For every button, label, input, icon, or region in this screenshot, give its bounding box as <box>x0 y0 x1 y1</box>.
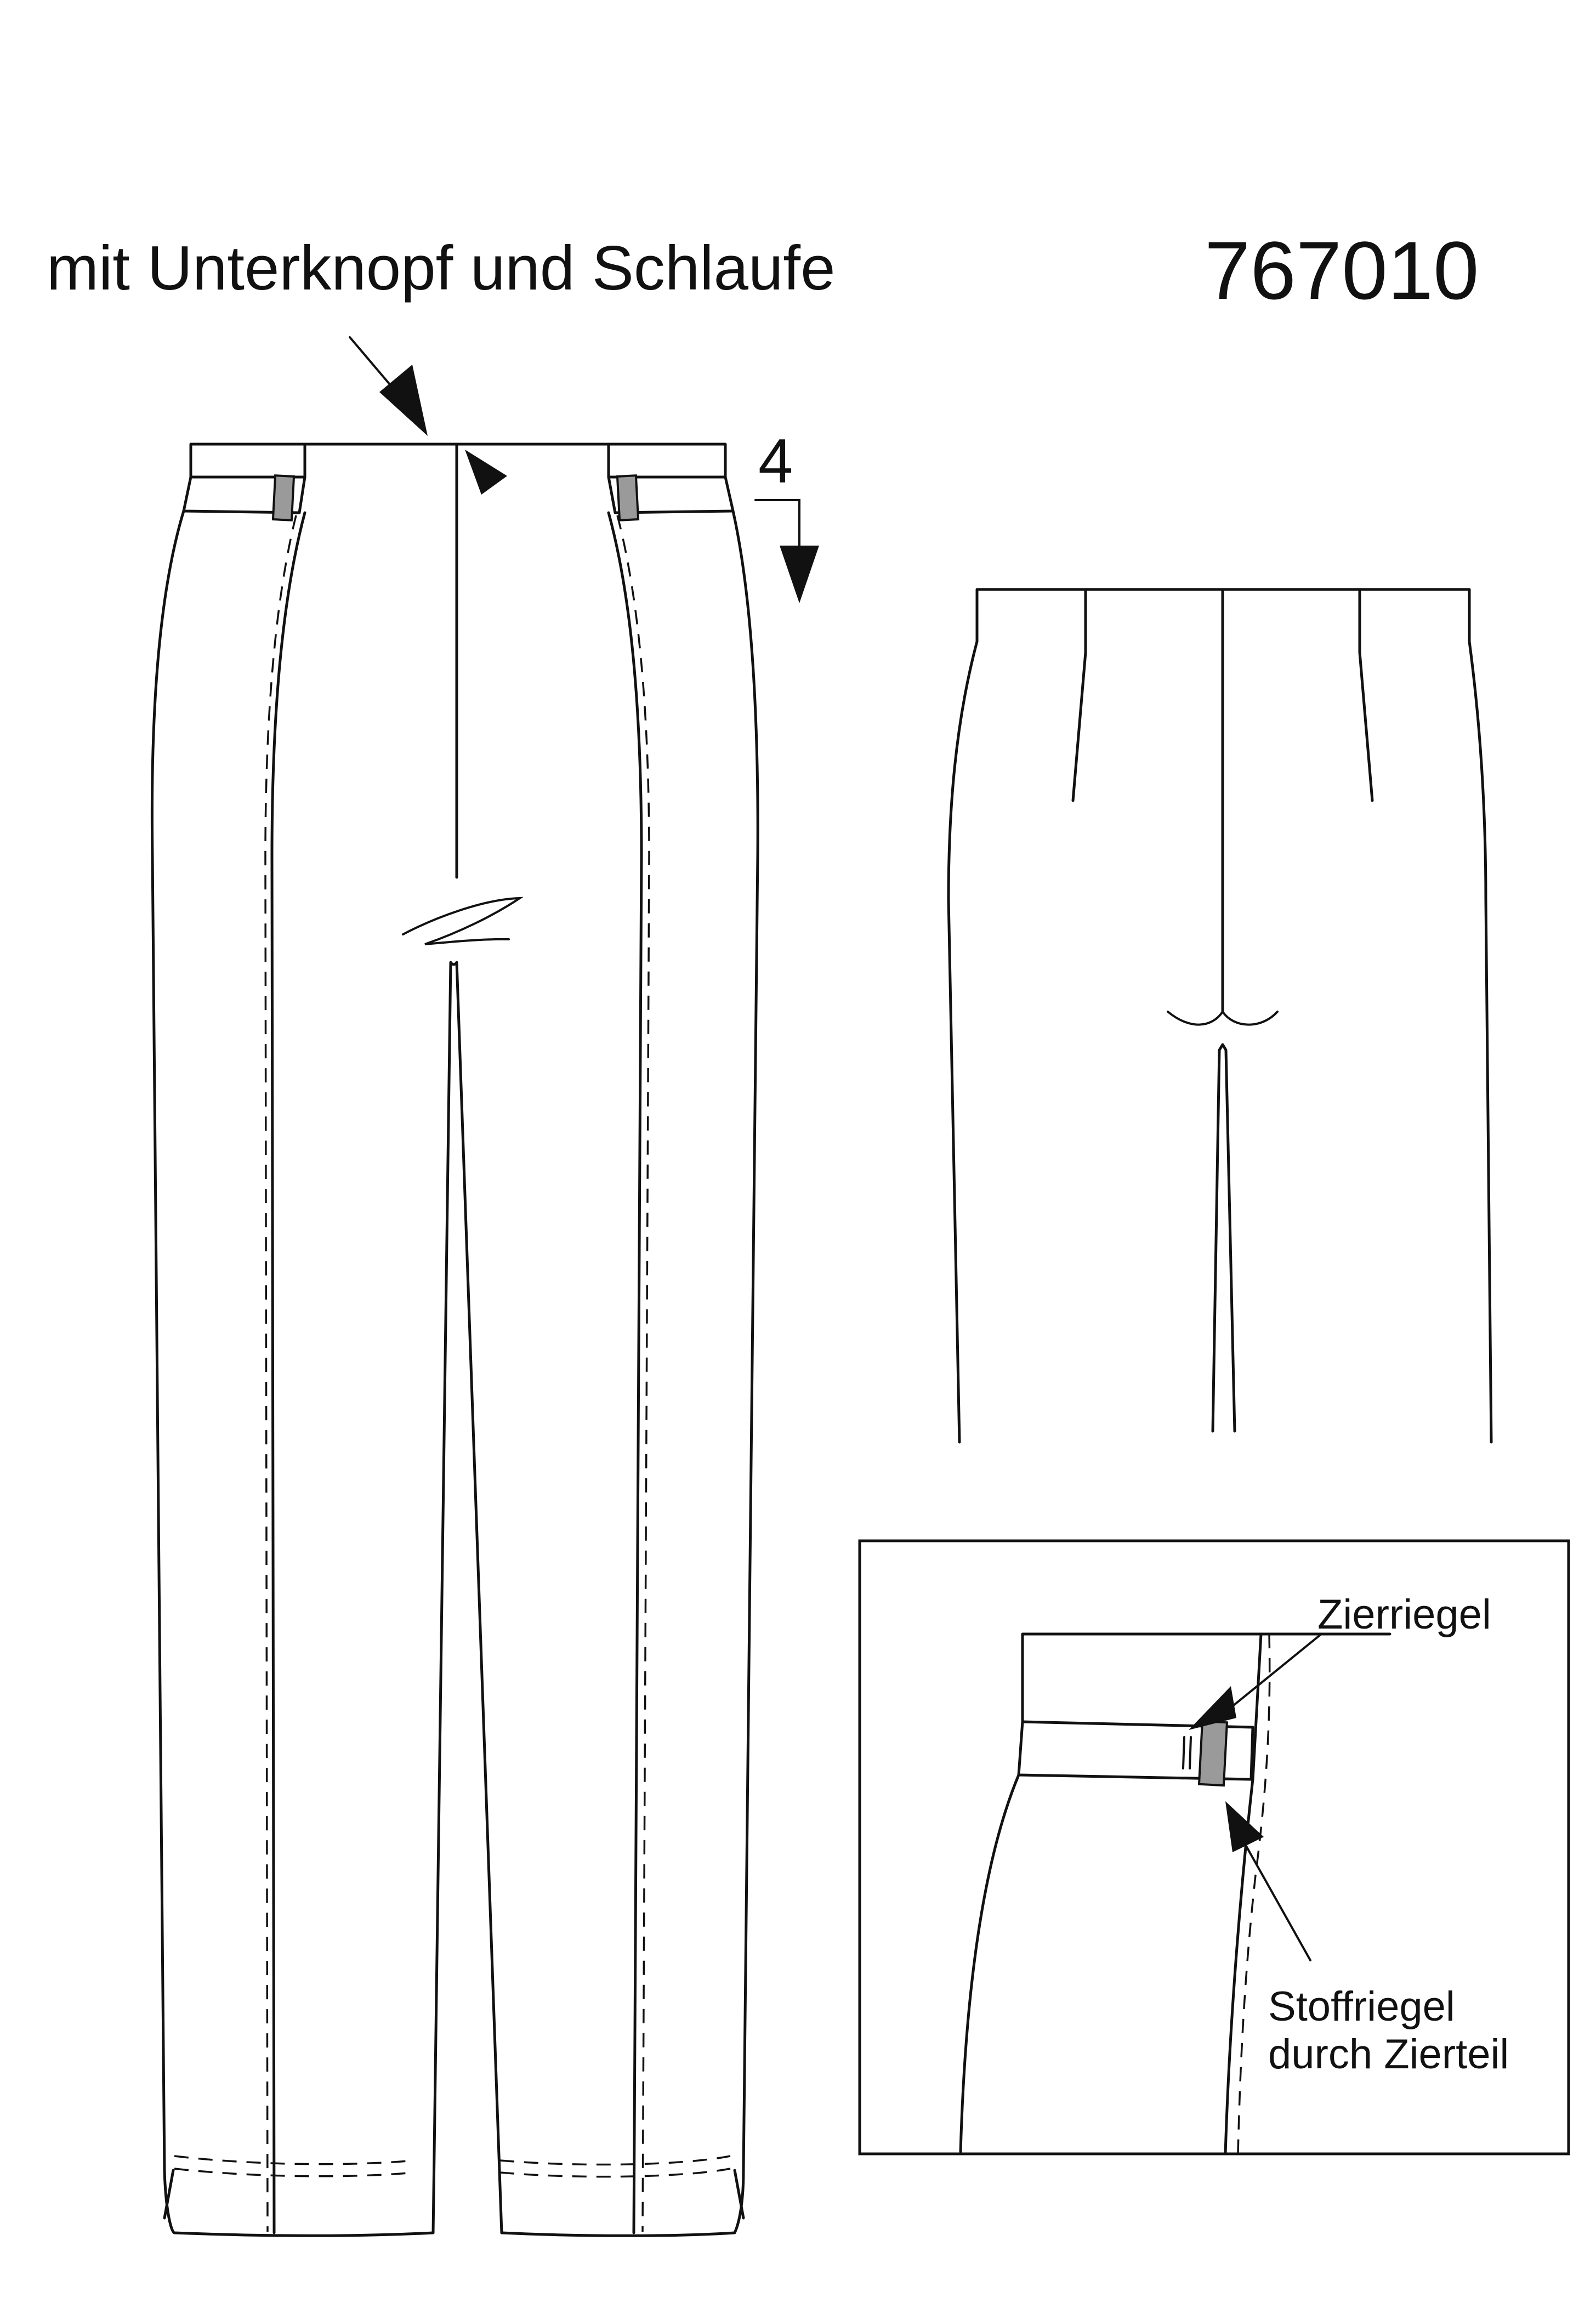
left-outer-seam <box>150 509 185 2172</box>
back-right-outer-seam <box>1468 640 1493 1444</box>
detail-panel-seam <box>1224 1632 1263 2155</box>
right-outer-seam <box>731 509 759 2172</box>
detail-outer-seam <box>959 1773 1020 2153</box>
detail-side-tab <box>1017 1720 1254 1781</box>
detail-loop <box>1197 1720 1229 1787</box>
model-number: 767010 <box>1205 224 1479 316</box>
label-zierriegel: Zierriegel <box>1317 1591 1491 1638</box>
right-panel-seam <box>607 511 643 2234</box>
detail-frame <box>858 1539 1570 2155</box>
label-stoffriegel-line1: Stoffriegel <box>1268 1983 1455 2030</box>
back-left-dart <box>1071 588 1087 802</box>
button-marker <box>465 450 507 495</box>
back-trousers <box>947 588 1493 1444</box>
label-stoffriegel-line2: durch Zierteil <box>1268 2031 1509 2078</box>
left-loop <box>271 474 296 521</box>
left-side-tab <box>182 475 306 514</box>
back-right-dart <box>1358 588 1374 802</box>
back-left-outer-seam <box>947 640 979 1444</box>
detail-inset: Zierriegel Stoffriegel durch Zierteil <box>858 1539 1570 2155</box>
left-hem <box>163 2169 435 2237</box>
fly-end-mark <box>402 897 524 945</box>
step-number: 4 <box>758 427 793 496</box>
right-hem <box>500 2169 745 2237</box>
left-panel-seam <box>270 511 306 2234</box>
right-loop <box>616 474 640 521</box>
inseam <box>431 961 503 2234</box>
seat-curve <box>1167 1009 1279 1026</box>
step-marker: 4 <box>754 427 819 603</box>
front-trousers <box>150 443 759 2237</box>
back-inseam <box>1211 1043 1236 1433</box>
note-arrow <box>349 336 428 436</box>
note-label: mit Unterknopf und Schlaufe <box>47 234 835 303</box>
